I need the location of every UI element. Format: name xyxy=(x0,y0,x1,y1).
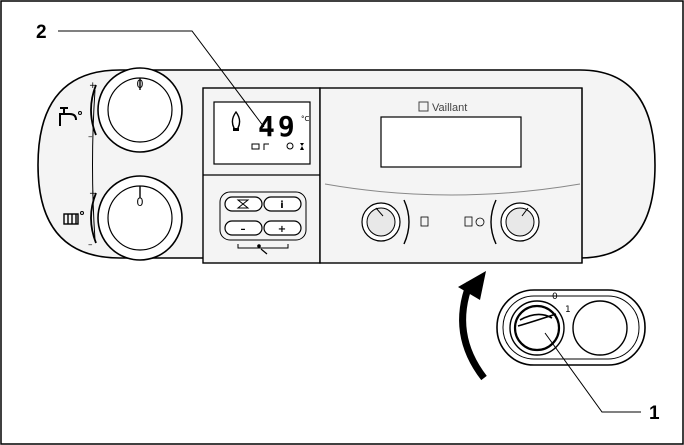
heating-scale-arc xyxy=(90,192,97,244)
left-knob-bezel xyxy=(92,89,96,241)
programmer-knob-left[interactable] xyxy=(361,202,401,242)
lcd-screen xyxy=(213,101,311,165)
programmer-knob-right[interactable] xyxy=(500,202,540,242)
lcd-status-icons xyxy=(251,142,304,150)
callout-1-leader xyxy=(544,332,641,413)
flame-icon xyxy=(231,110,241,131)
program-icon xyxy=(420,216,429,227)
chimney-sweep-bracket xyxy=(237,244,289,249)
main-switch-off-label: 0 xyxy=(552,292,558,302)
main-switch-blank xyxy=(572,300,628,356)
info-button[interactable]: i xyxy=(263,196,302,212)
heating-knob[interactable]: 0 xyxy=(97,175,183,261)
plus-button[interactable]: + xyxy=(263,220,302,236)
programmer-display-window xyxy=(380,116,522,168)
callout-2-number: 2 xyxy=(36,22,47,43)
button-group-outline xyxy=(219,191,307,241)
hourglass-icon xyxy=(236,199,250,209)
lcd-unit: °C xyxy=(301,115,310,123)
main-switch-on-label: 1 xyxy=(565,305,571,315)
programmer-slot xyxy=(319,87,583,264)
minus-button-label: – xyxy=(241,224,246,235)
comfort-icon xyxy=(464,216,485,227)
brand-logo: Vaillant xyxy=(432,102,467,114)
hot-water-minus-label: – xyxy=(88,132,93,142)
chimney-sweep-icon xyxy=(257,244,268,255)
hot-water-plus-label: + xyxy=(89,81,97,91)
plus-button-label: + xyxy=(278,224,286,235)
hot-water-knob[interactable]: 0 xyxy=(97,67,183,153)
minus-button[interactable]: – xyxy=(224,220,263,236)
brand-logo-mark xyxy=(418,101,429,112)
programmer-wave-line xyxy=(324,183,581,196)
service-button[interactable] xyxy=(224,196,263,212)
heating-knob-zero: 0 xyxy=(137,195,144,209)
main-switch-knob[interactable] xyxy=(509,300,565,356)
callout-1-number: 1 xyxy=(649,403,660,424)
rotation-arrow-icon xyxy=(458,271,487,381)
heating-plus-label: + xyxy=(89,189,97,199)
hot-water-scale-arc xyxy=(90,84,97,136)
callout-2-leader xyxy=(58,30,265,128)
programmer-knob-left-arc xyxy=(403,199,410,245)
faucet-icon xyxy=(59,107,82,126)
radiator-icon xyxy=(63,211,84,225)
main-switch-inner-outline xyxy=(502,295,640,360)
heating-minus-label: – xyxy=(88,240,93,250)
programmer-knob-right-arc xyxy=(490,199,497,245)
hot-water-knob-zero: 0 xyxy=(137,77,144,91)
info-button-label: i xyxy=(280,200,283,211)
